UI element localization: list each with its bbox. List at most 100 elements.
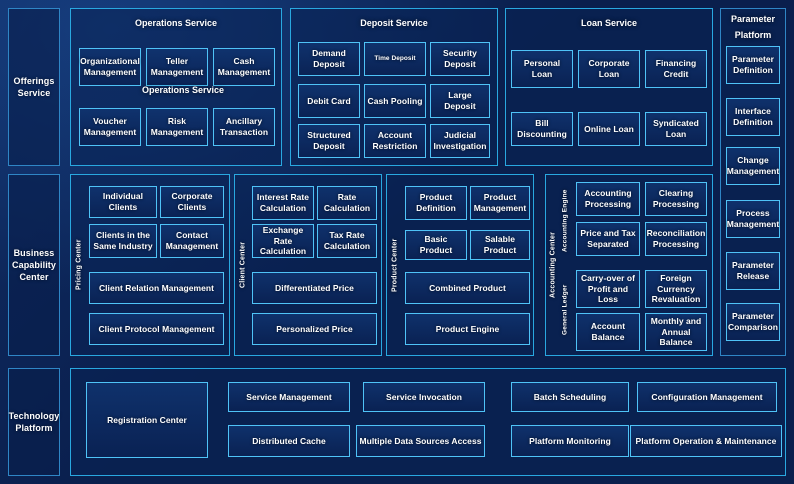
panel-title-loan-service: Loan Service — [580, 18, 638, 28]
vlabel-pricing-center: Pricing Center — [75, 239, 83, 291]
box-personalized-price[interactable]: Personalized Price — [252, 313, 377, 345]
box-label: Multiple Data Sources Access — [359, 435, 482, 446]
box-syndicated-loan[interactable]: Syndicated Loan — [645, 112, 707, 146]
box-label: Security Deposit — [443, 48, 477, 69]
box-voucher-management[interactable]: Voucher Management — [79, 108, 141, 146]
box-interface-definition[interactable]: Interface Definition — [726, 98, 780, 136]
box-debit-card[interactable]: Debit Card — [298, 84, 360, 118]
box-label: Clients in the Same Industry — [93, 230, 153, 251]
box-cash-pooling[interactable]: Cash Pooling — [364, 84, 426, 118]
box-process-management[interactable]: Process Management — [726, 200, 780, 238]
box-label: Carry-over of Profit and Loss — [580, 273, 636, 305]
box-label: Accounting Processing — [584, 188, 632, 209]
box-platform-monitoring[interactable]: Platform Monitoring — [511, 425, 629, 457]
box-label: Combined Product — [429, 282, 506, 293]
box-corporate-loan[interactable]: Corporate Loan — [578, 50, 640, 88]
box-distributed-cache[interactable]: Distributed Cache — [228, 425, 350, 457]
box-parameter-definition[interactable]: Parameter Definition — [726, 46, 780, 84]
box-contact-management[interactable]: Contact Management — [160, 224, 224, 258]
box-label: Organizational Management — [80, 56, 140, 77]
box-parameter-release[interactable]: Parameter Release — [726, 252, 780, 290]
box-service-invocation[interactable]: Service Invocation — [363, 382, 485, 412]
box-product-definition[interactable]: Product Definition — [405, 186, 467, 220]
box-batch-scheduling[interactable]: Batch Scheduling — [511, 382, 629, 412]
box-label: Interface Definition — [733, 106, 773, 127]
box-foreign-currency-revaluation[interactable]: Foreign Currency Revaluation — [645, 270, 707, 308]
box-account-balance[interactable]: Account Balance — [576, 313, 640, 351]
box-cash-management[interactable]: Cash Management — [213, 48, 275, 86]
box-service-management[interactable]: Service Management — [228, 382, 350, 412]
overlay-label-operations-service: Operations Service — [142, 85, 225, 95]
box-structured-deposit[interactable]: Structured Deposit — [298, 124, 360, 158]
box-label: Structured Deposit — [307, 130, 351, 151]
box-bill-discounting[interactable]: Bill Discounting — [511, 112, 573, 146]
box-rate-calculation[interactable]: Rate Calculation — [317, 186, 377, 220]
box-client-relation-management[interactable]: Client Relation Management — [89, 272, 224, 304]
box-organizational-management[interactable]: Organizational Management — [79, 48, 141, 86]
box-label: Debit Card — [307, 95, 351, 106]
box-clearing-processing[interactable]: Clearing Processing — [645, 182, 707, 216]
box-ancillary-transaction[interactable]: Ancillary Transaction — [213, 108, 275, 146]
box-clients-in-the-same-industry[interactable]: Clients in the Same Industry — [89, 224, 157, 258]
vlabel-product-center: Product Center — [391, 238, 399, 292]
box-label: Change Management — [726, 155, 780, 176]
box-combined-product[interactable]: Combined Product — [405, 272, 530, 304]
box-salable-product[interactable]: Salable Product — [470, 230, 530, 260]
box-monthly-and-annual-balance[interactable]: Monthly and Annual Balance — [645, 313, 707, 351]
box-judicial-investigation[interactable]: Judicial Investigation — [430, 124, 490, 158]
box-corporate-clients[interactable]: Corporate Clients — [160, 186, 224, 218]
box-label: Corporate Loan — [588, 58, 630, 79]
vlabel-general-ledger: General Ledger — [561, 284, 569, 336]
box-label: Client Relation Management — [98, 282, 215, 293]
box-parameter-comparison[interactable]: Parameter Comparison — [726, 303, 780, 341]
box-product-engine[interactable]: Product Engine — [405, 313, 530, 345]
box-label: Cash Management — [217, 56, 271, 77]
box-label: Differentiated Price — [275, 282, 354, 293]
box-personal-loan[interactable]: Personal Loan — [511, 50, 573, 88]
box-teller-management[interactable]: Teller Management — [146, 48, 208, 86]
box-label: Configuration Management — [651, 391, 763, 402]
box-label: Client Protocol Management — [98, 323, 215, 334]
box-label: Financing Credit — [655, 58, 697, 79]
box-product-management[interactable]: Product Management — [470, 186, 530, 220]
box-reconciliation-processing[interactable]: Reconciliation Processing — [645, 222, 707, 256]
box-differentiated-price[interactable]: Differentiated Price — [252, 272, 377, 304]
row-label-business-capability-center: Business Capability Center — [8, 174, 60, 356]
box-platform-operation-and-maintenance[interactable]: Platform Operation & Maintenance — [630, 425, 782, 457]
box-label: Service Invocation — [385, 391, 462, 402]
box-label: Product Engine — [435, 323, 500, 334]
box-label: Corporate Clients — [171, 191, 213, 212]
box-label: Individual Clients — [102, 191, 144, 212]
box-online-loan[interactable]: Online Loan — [578, 112, 640, 146]
box-label: Syndicated Loan — [653, 118, 699, 139]
box-change-management[interactable]: Change Management — [726, 147, 780, 185]
box-financing-credit[interactable]: Financing Credit — [645, 50, 707, 88]
box-carry-over-of-profit-and-loss[interactable]: Carry-over of Profit and Loss — [576, 270, 640, 308]
box-client-protocol-management[interactable]: Client Protocol Management — [89, 313, 224, 345]
box-account-restriction[interactable]: Account Restriction — [364, 124, 426, 158]
box-label: Ancillary Transaction — [219, 116, 269, 137]
box-price-and-tax-separated[interactable]: Price and Tax Separated — [576, 222, 640, 256]
box-risk-management[interactable]: Risk Management — [146, 108, 208, 146]
box-large-deposit[interactable]: Large Deposit — [430, 84, 490, 118]
box-label: Monthly and Annual Balance — [650, 316, 702, 348]
box-tax-rate-calculation[interactable]: Tax Rate Calculation — [317, 224, 377, 258]
box-basic-product[interactable]: Basic Product — [405, 230, 467, 260]
box-individual-clients[interactable]: Individual Clients — [89, 186, 157, 218]
box-security-deposit[interactable]: Security Deposit — [430, 42, 490, 76]
box-registration-center[interactable]: Registration Center — [86, 382, 208, 458]
box-interest-rate-calculation[interactable]: Interest Rate Calculation — [252, 186, 314, 220]
box-label: Large Deposit — [444, 90, 476, 111]
box-label: Voucher Management — [83, 116, 137, 137]
box-accounting-processing[interactable]: Accounting Processing — [576, 182, 640, 216]
box-multiple-data-sources-access[interactable]: Multiple Data Sources Access — [356, 425, 485, 457]
box-label: Personal Loan — [523, 58, 561, 79]
box-exchange-rate-calculation[interactable]: Exchange Rate Calculation — [252, 224, 314, 258]
box-demand-deposit[interactable]: Demand Deposit — [298, 42, 360, 76]
box-time-deposit[interactable]: Time Deposit — [364, 42, 426, 76]
box-label: Parameter Definition — [731, 54, 775, 75]
row-label-technology-platform: Technology Platform — [8, 368, 60, 476]
box-label: Batch Scheduling — [533, 391, 607, 402]
box-configuration-management[interactable]: Configuration Management — [637, 382, 777, 412]
box-label: Account Restriction — [372, 130, 418, 151]
